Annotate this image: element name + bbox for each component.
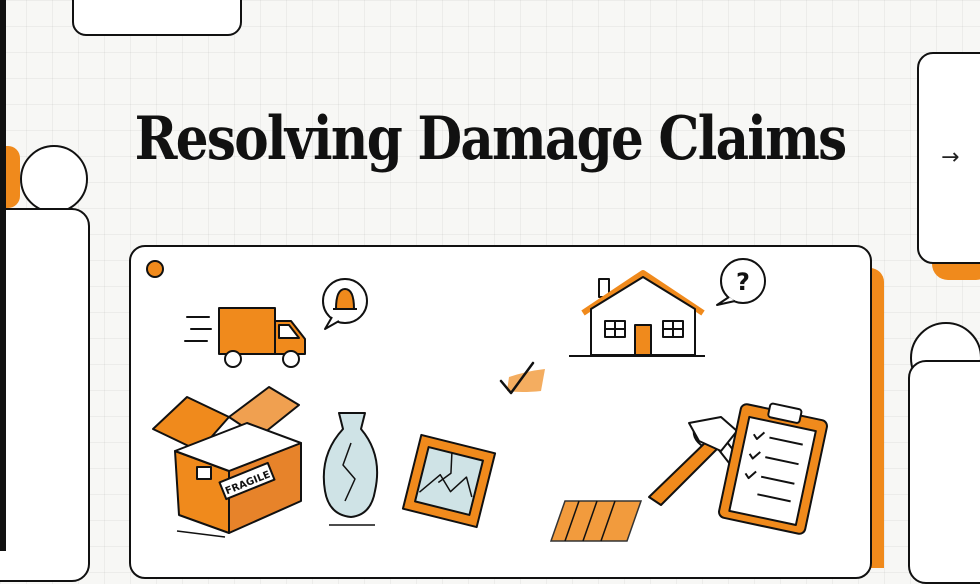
left-circle	[20, 145, 88, 213]
left-orange-tab	[0, 146, 20, 208]
right-lower-card	[908, 360, 980, 584]
broken-vase-icon	[322, 412, 379, 526]
corner-dot	[146, 260, 164, 278]
broken-picture-frame-icon	[401, 433, 497, 529]
damage-claims-illustration: ? FRAGILE	[152, 258, 828, 542]
house-icon	[569, 270, 705, 357]
question-mark: ?	[736, 268, 750, 296]
clipboard-checklist-icon	[718, 402, 828, 535]
cardboard-box-icon: FRAGILE	[152, 386, 302, 538]
delivery-truck-icon	[184, 307, 306, 368]
next-slide-card[interactable]: →	[917, 52, 980, 264]
question-speech-bubble-icon: ?	[716, 258, 766, 306]
slide-title: Resolving Damage Claims	[134, 104, 848, 174]
hammer-icon	[648, 416, 738, 506]
bell-speech-bubble-icon	[322, 278, 368, 330]
floorboards-icon	[549, 500, 643, 542]
arrow-right-icon[interactable]: →	[941, 145, 960, 170]
checkmark-icon	[499, 361, 545, 395]
left-side-card	[0, 208, 90, 582]
top-left-card	[72, 0, 242, 36]
